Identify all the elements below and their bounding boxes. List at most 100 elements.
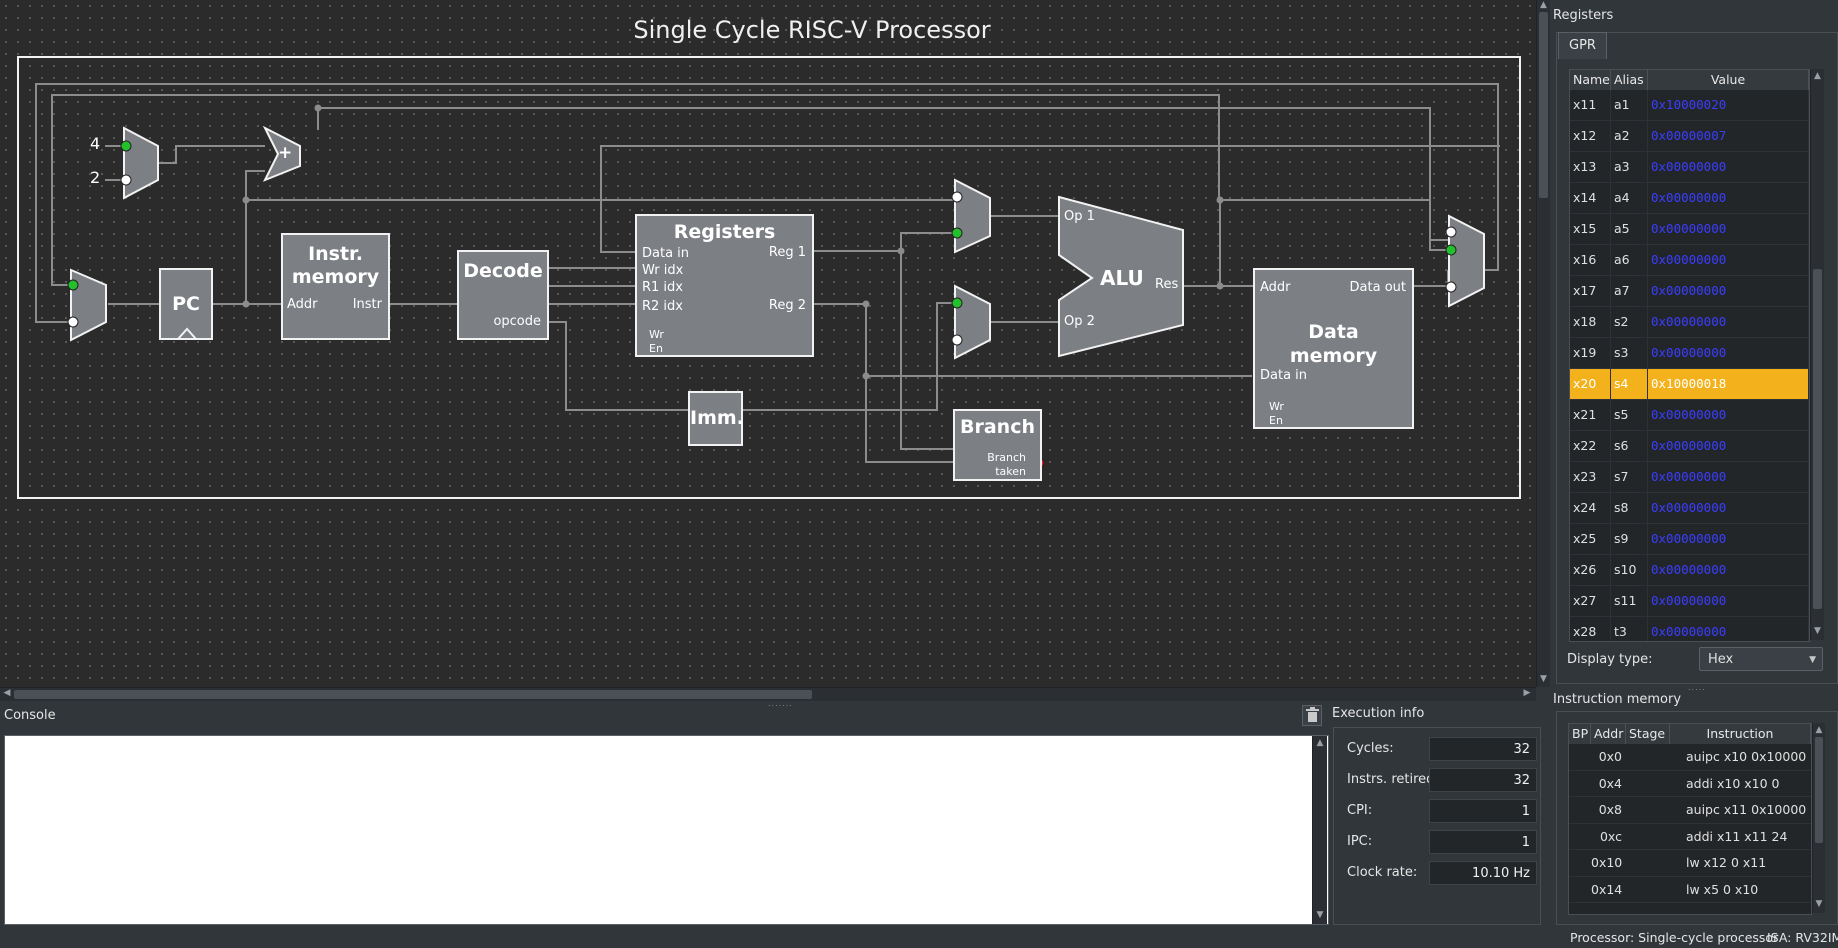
console-scroll-up-icon[interactable]: ▲: [1316, 738, 1324, 748]
registers-scrollbar[interactable]: ▲ ▼: [1810, 69, 1824, 640]
immediate-block[interactable]: Imm.: [688, 391, 744, 446]
register-name: x22: [1570, 431, 1611, 461]
trash-icon[interactable]: [1302, 705, 1322, 726]
data-memory-block[interactable]: Addr Data out Data memory Data in Wr En: [1253, 268, 1414, 429]
registers-scroll-thumb[interactable]: [1813, 269, 1822, 609]
register-value[interactable]: 0x00000000: [1648, 462, 1809, 492]
scroll-down-arrow-icon[interactable]: ▼: [1540, 674, 1547, 684]
instr-mem-addr-port: Addr: [287, 297, 318, 312]
column-header-bp[interactable]: BP: [1569, 724, 1591, 744]
register-value[interactable]: 0x10000020: [1648, 90, 1809, 120]
breakpoint-cell[interactable]: [1569, 797, 1591, 823]
clock-rate-row: Clock rate: 10.10 Hz: [1347, 861, 1537, 885]
column-header-instruction[interactable]: Instruction: [1670, 724, 1811, 744]
alu-op1-port: Op 1: [1064, 209, 1095, 224]
register-value[interactable]: 0x00000000: [1648, 431, 1809, 461]
breakpoint-cell[interactable]: [1569, 877, 1591, 903]
register-name: x14: [1570, 183, 1611, 213]
register-value[interactable]: 0x00000000: [1648, 400, 1809, 430]
registers-scroll-up-icon[interactable]: ▲: [1814, 71, 1821, 81]
canvas-horizontal-scrollbar[interactable]: ◀ ▶: [0, 687, 1536, 701]
column-header-name[interactable]: Name: [1570, 70, 1611, 90]
instruction-scroll-down-icon[interactable]: ▼: [1815, 899, 1823, 909]
register-value[interactable]: 0x00000000: [1648, 152, 1809, 182]
register-value[interactable]: 0x00000000: [1648, 338, 1809, 368]
instruction-memory-block[interactable]: Instr. memory Addr Instr: [281, 233, 390, 340]
register-value[interactable]: 0x00000000: [1648, 214, 1809, 244]
register-value[interactable]: 0x00000000: [1648, 493, 1809, 523]
data-memory-title: Data memory: [1289, 321, 1378, 367]
branch-taken-port-line2: taken: [995, 465, 1026, 478]
column-header-value[interactable]: Value: [1648, 70, 1809, 90]
scroll-right-arrow-icon[interactable]: ▶: [1523, 688, 1531, 698]
canvas-hscroll-thumb[interactable]: [14, 690, 812, 699]
breakpoint-cell[interactable]: [1569, 824, 1591, 850]
breakpoint-cell[interactable]: [1569, 850, 1591, 876]
register-value[interactable]: 0x00000000: [1648, 307, 1809, 337]
canvas-vscroll-thumb[interactable]: [1539, 12, 1548, 198]
register-value[interactable]: 0x00000000: [1648, 555, 1809, 585]
instruction-scroll-up-icon[interactable]: ▲: [1815, 725, 1823, 735]
scroll-left-arrow-icon[interactable]: ◀: [3, 688, 11, 698]
schematic-canvas[interactable]: Single Cycle RISC-V Processor 4 2 + PC I…: [0, 0, 1536, 687]
console-scroll-down-icon[interactable]: ▼: [1316, 910, 1324, 920]
instruction-text: auipc x10 0x10000: [1686, 749, 1807, 764]
register-value[interactable]: 0x00000000: [1648, 276, 1809, 306]
register-value[interactable]: 0x00000000: [1648, 586, 1809, 616]
register-value[interactable]: 0x10000018: [1648, 369, 1809, 399]
instruction-scrollbar[interactable]: ▲ ▼: [1812, 723, 1825, 913]
display-type-select[interactable]: Hex ▼: [1699, 647, 1823, 671]
scroll-up-arrow-icon[interactable]: ▲: [1540, 0, 1547, 10]
register-value[interactable]: 0x00000000: [1648, 245, 1809, 275]
column-header-stage[interactable]: Stage: [1626, 724, 1670, 744]
instruction-scroll-thumb[interactable]: [1815, 737, 1823, 843]
splitter-handle-icon[interactable]: .......: [768, 699, 793, 708]
cycles-value: 32: [1429, 737, 1537, 761]
registers-block[interactable]: Registers Data in Wr idx R1 idx R2 idx R…: [635, 214, 814, 357]
register-value[interactable]: 0x00000000: [1648, 524, 1809, 554]
register-value[interactable]: 0x00000007: [1648, 121, 1809, 151]
canvas-vertical-scrollbar[interactable]: ▲ ▼: [1536, 0, 1550, 687]
registers-splitter-handle-icon[interactable]: .....: [1688, 683, 1706, 692]
register-name: x16: [1570, 245, 1611, 275]
breakpoint-cell[interactable]: [1569, 771, 1591, 797]
registers-scroll-down-icon[interactable]: ▼: [1814, 626, 1821, 636]
pc-register[interactable]: PC: [159, 268, 213, 340]
register-value[interactable]: 0x00000000: [1648, 617, 1809, 641]
breakpoint-cell[interactable]: [1569, 744, 1591, 770]
column-header-alias[interactable]: Alias: [1611, 70, 1648, 90]
decode-block[interactable]: Decode opcode: [457, 250, 549, 340]
writeback-mux: [1448, 214, 1485, 308]
register-value[interactable]: 0x00000000: [1648, 183, 1809, 213]
branch-block[interactable]: Branch Branch taken: [953, 409, 1042, 481]
tab-gpr[interactable]: GPR: [1558, 32, 1607, 59]
console-output[interactable]: [4, 735, 1329, 925]
console-scrollbar[interactable]: ▲ ▼: [1312, 736, 1327, 924]
column-header-addr[interactable]: Addr: [1591, 724, 1626, 744]
